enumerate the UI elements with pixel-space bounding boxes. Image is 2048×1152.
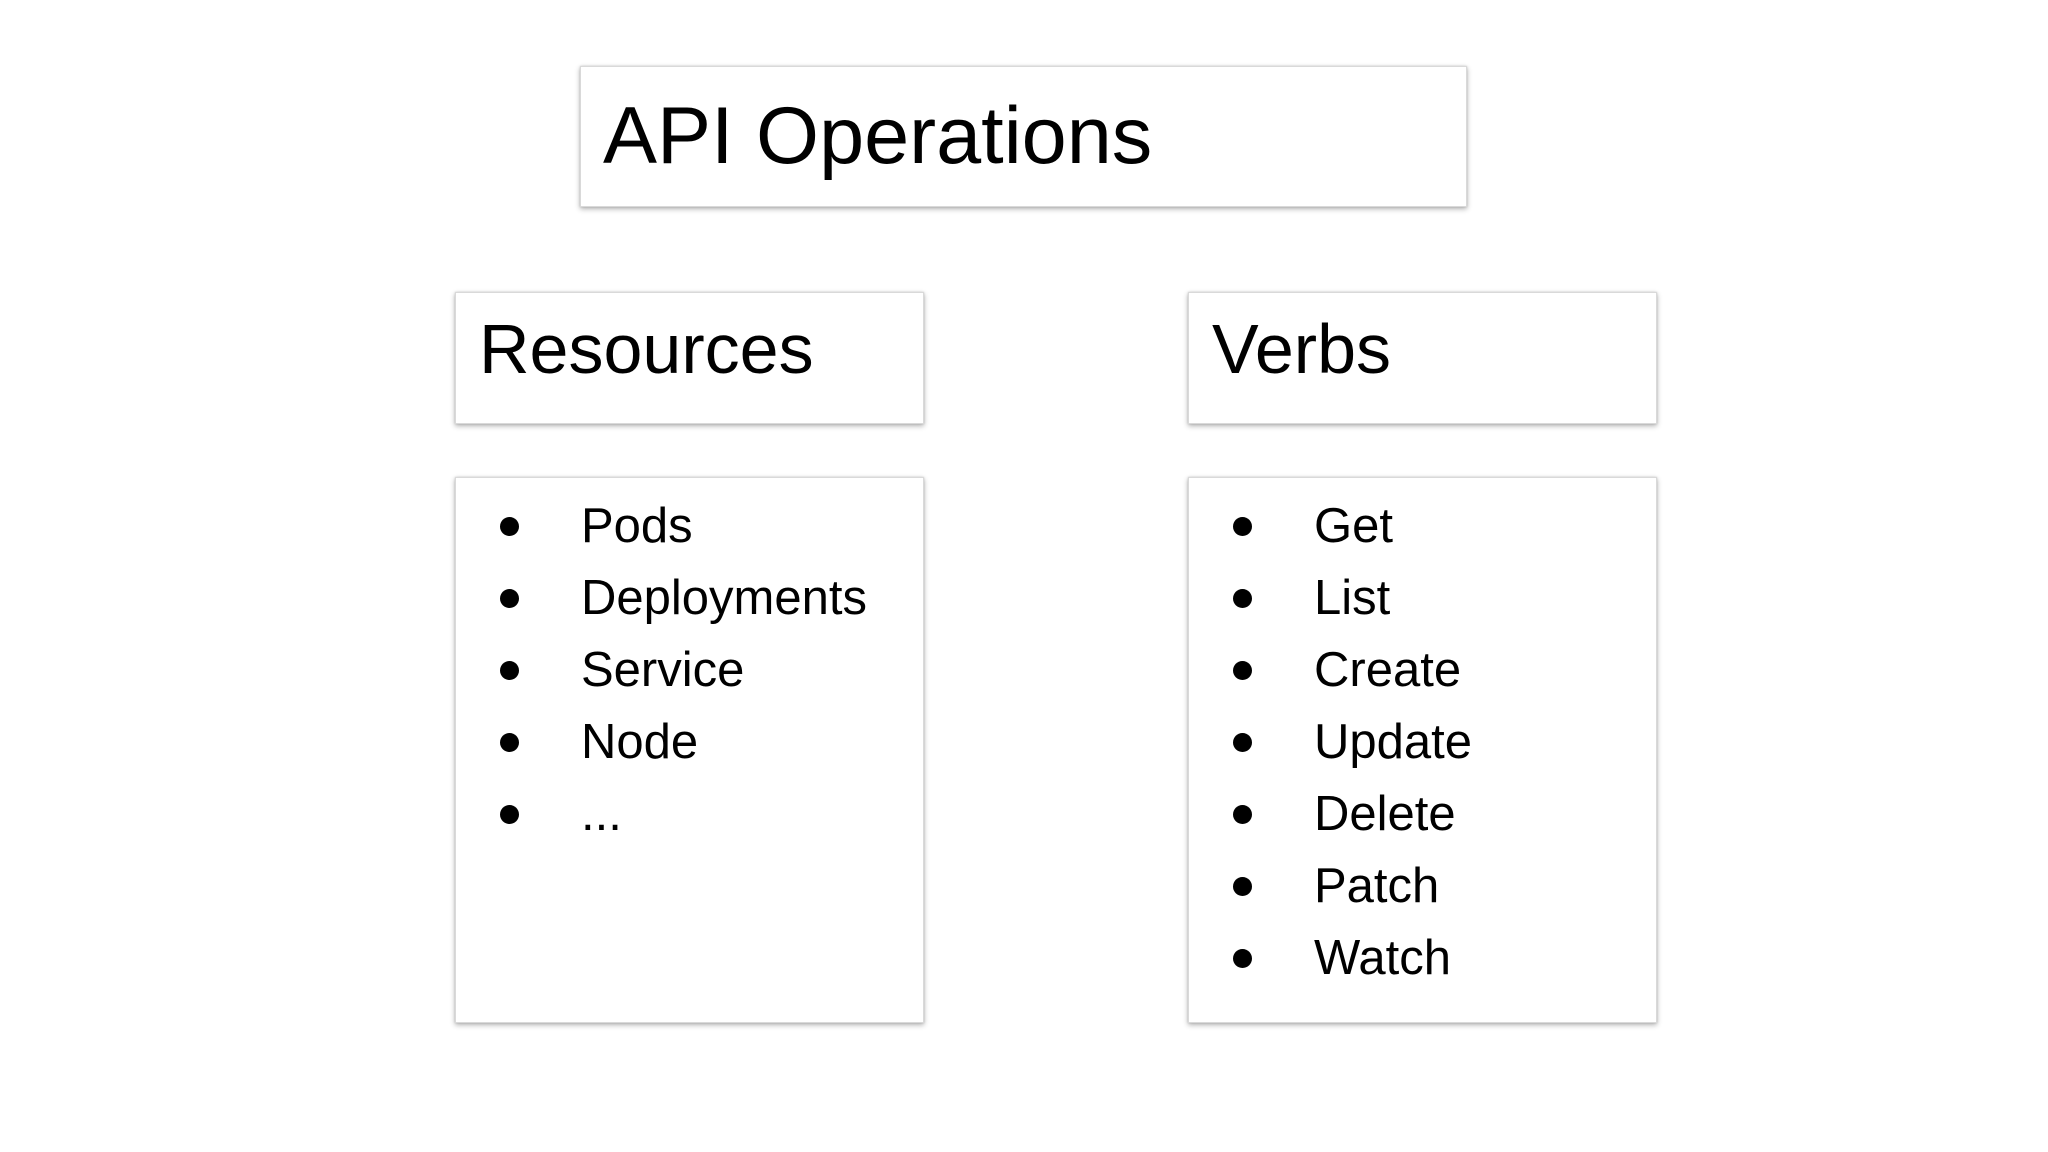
list-item-label: ... [581, 787, 622, 841]
bullet-icon [1233, 516, 1252, 536]
list-item: List [1189, 562, 1656, 634]
list-item: Service [456, 634, 923, 706]
list-item: Deployments [456, 562, 923, 634]
list-item-label: Service [581, 643, 745, 697]
bullet-icon [1233, 948, 1252, 968]
list-item-label: Patch [1314, 859, 1440, 913]
bullet-icon [1233, 804, 1252, 824]
list-item: Delete [1189, 778, 1656, 850]
bullet-icon [500, 732, 519, 752]
bullet-icon [1233, 660, 1252, 680]
list-item-label: Node [581, 715, 699, 769]
title-box: API Operations [580, 66, 1467, 207]
list-item: Update [1189, 706, 1656, 778]
bullet-icon [1233, 732, 1252, 752]
list-item-label: Watch [1314, 931, 1452, 985]
list-item-label: Update [1314, 715, 1473, 769]
list-item: Watch [1189, 922, 1656, 994]
list-item-label: Pods [581, 499, 693, 553]
list-item-label: Deployments [581, 571, 867, 625]
list-item: Get [1189, 490, 1656, 562]
list-item-label: Create [1314, 643, 1462, 697]
resources-header-box: Resources [455, 292, 924, 424]
bullet-icon [500, 588, 519, 608]
bullet-icon [500, 660, 519, 680]
list-item-label: Delete [1314, 787, 1456, 841]
list-item: Patch [1189, 850, 1656, 922]
list-item-label: List [1314, 571, 1391, 625]
list-item: Node [456, 706, 923, 778]
bullet-icon [500, 804, 519, 824]
slide-title: API Operations [603, 91, 1153, 181]
verbs-header-box: Verbs [1188, 292, 1657, 424]
bullet-icon [1233, 588, 1252, 608]
list-item: ... [456, 778, 923, 850]
bullet-icon [500, 516, 519, 536]
bullet-icon [1233, 876, 1252, 896]
list-item: Pods [456, 490, 923, 562]
resources-header-label: Resources [479, 310, 814, 388]
list-item: Create [1189, 634, 1656, 706]
list-item-label: Get [1314, 499, 1393, 553]
verbs-header-label: Verbs [1212, 310, 1391, 388]
